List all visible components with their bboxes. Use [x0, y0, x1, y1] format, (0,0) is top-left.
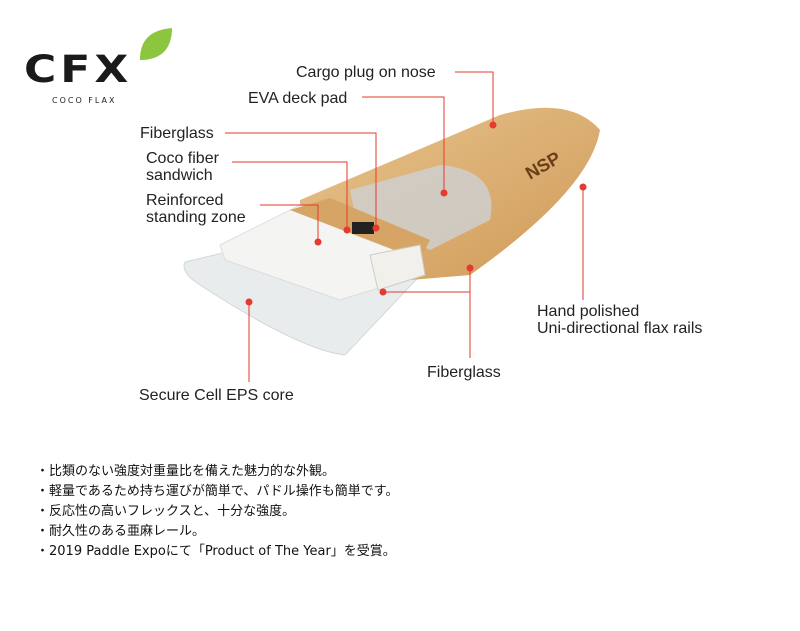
leader-lines [225, 71, 584, 382]
label-eps-core: Secure Cell EPS core [139, 387, 294, 404]
bullet-marker: ・ [36, 544, 50, 559]
label-reinforced: Reinforced standing zone [146, 192, 246, 226]
leaf-icon [140, 28, 172, 60]
leader-dots [245, 121, 587, 306]
feature-text: 2019 Paddle Expoにて「Product of The Year」を… [49, 544, 396, 559]
bullet-marker: ・ [36, 524, 50, 539]
logo-subtitle: COCO FLAX [52, 96, 117, 105]
label-line: sandwich [146, 167, 213, 184]
bullet-marker: ・ [36, 484, 50, 499]
feature-text: 軽量であるため持ち運びが簡単で、パドル操作も簡単です。 [49, 484, 399, 499]
label-line: Coco fiber [146, 150, 219, 167]
feature-item: ・軽量であるため持ち運びが簡単で、パドル操作も簡単です。 [36, 482, 398, 502]
rail-block [369, 244, 426, 291]
feature-item: ・反応性の高いフレックスと、十分な強度。 [36, 502, 398, 522]
label-cargo-plug: Cargo plug on nose [296, 64, 436, 81]
feature-list: ・比類のない強度対重量比を備えた魅力的な外観。 ・軽量であるため持ち運びが簡単で… [36, 462, 398, 562]
label-fiberglass-top: Fiberglass [140, 125, 214, 142]
bullet-marker: ・ [36, 464, 50, 479]
feature-item: ・比類のない強度対重量比を備えた魅力的な外観。 [36, 462, 398, 482]
label-line: Hand polished [537, 303, 640, 320]
feature-item: ・2019 Paddle Expoにて「Product of The Year」… [36, 542, 398, 562]
label-line: standing zone [146, 209, 246, 226]
feature-item: ・耐久性のある亜麻レール。 [36, 522, 398, 542]
label-eva-deck: EVA deck pad [248, 90, 348, 107]
feature-text: 反応性の高いフレックスと、十分な強度。 [49, 504, 296, 519]
cargo-plug [352, 222, 374, 234]
logo: CFX [24, 47, 133, 92]
feature-text: 比類のない強度対重量比を備えた魅力的な外観。 [49, 464, 336, 479]
label-fiberglass-bottom: Fiberglass [427, 364, 501, 381]
label-coco-fiber: Coco fiber sandwich [146, 150, 219, 184]
feature-text: 耐久性のある亜麻レール。 [49, 524, 206, 539]
label-line: Uni-directional flax rails [537, 320, 703, 337]
bullet-marker: ・ [36, 504, 50, 519]
label-line: Reinforced [146, 192, 224, 209]
label-flax-rails: Hand polished Uni-directional flax rails [537, 303, 702, 337]
